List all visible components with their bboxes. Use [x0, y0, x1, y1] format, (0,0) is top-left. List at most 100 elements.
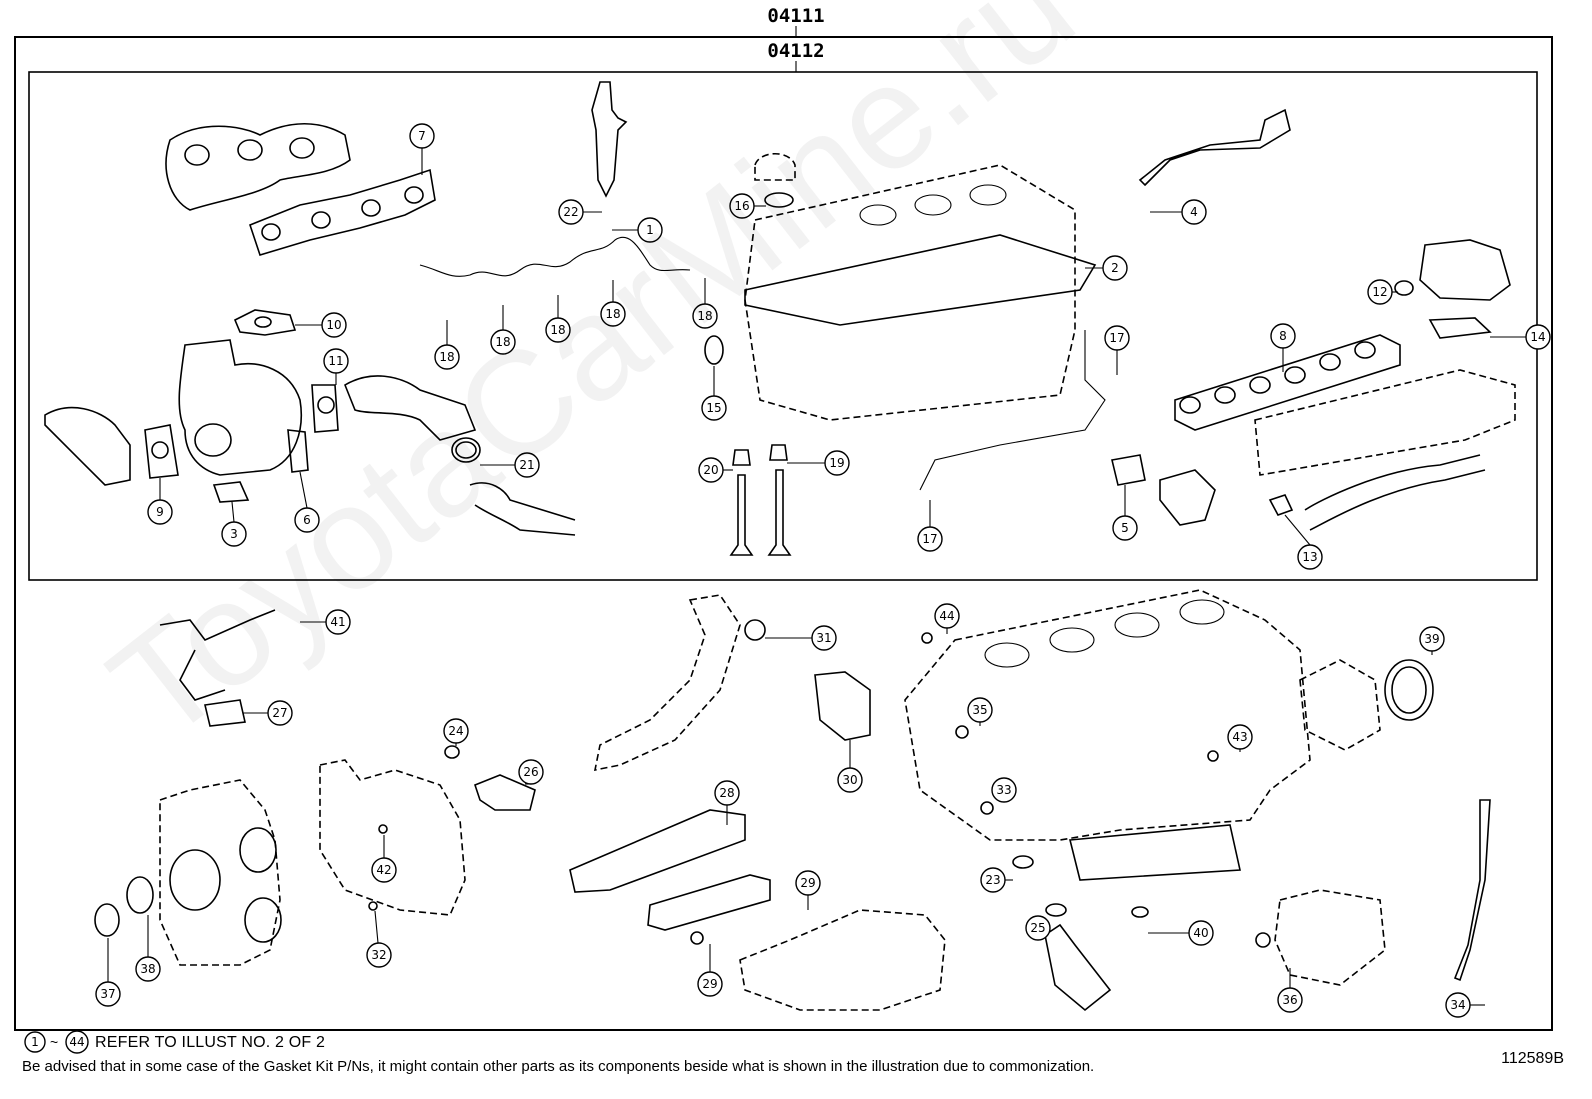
- callout-19: 19: [787, 450, 850, 476]
- footer-note: REFER TO ILLUST NO. 2 OF 2: [95, 1034, 326, 1051]
- rear-oil-seal-retainer-drawing: [1299, 659, 1381, 751]
- callout-40: 40: [1148, 920, 1214, 946]
- svg-text:37: 37: [100, 987, 115, 1001]
- svg-text:35: 35: [972, 703, 987, 717]
- svg-text:13: 13: [1302, 550, 1317, 564]
- callout-18d: 18: [600, 280, 626, 327]
- svg-text:18: 18: [550, 323, 565, 337]
- svg-text:17: 17: [1109, 331, 1124, 345]
- cylinder-block-drawing: [904, 589, 1311, 841]
- svg-text:25: 25: [1030, 921, 1045, 935]
- svg-text:5: 5: [1121, 521, 1129, 535]
- footer-range-marker-end: 44: [65, 1030, 89, 1054]
- front-pipe-drawing: [469, 482, 576, 536]
- oring-43-drawing: [1207, 750, 1219, 762]
- callout-37: 37: [95, 938, 121, 1007]
- footer-range-separator: ~: [50, 1034, 58, 1050]
- svg-text:16: 16: [734, 199, 749, 213]
- injection-pipe-drawing: [419, 237, 691, 277]
- kit-code-04111: 04111: [767, 5, 824, 27]
- svg-text:38: 38: [140, 962, 155, 976]
- seal-37-drawing: [94, 903, 120, 937]
- intake-hose-drawing: [44, 406, 131, 486]
- valve-seal-19-drawing: [769, 444, 788, 461]
- cylinder-head-drawing: [744, 164, 1076, 421]
- callout-31: 31: [765, 625, 837, 651]
- dipstick-guide-drawing: [1453, 799, 1491, 982]
- oring-42-drawing: [378, 824, 388, 834]
- callout-28: 28: [714, 780, 740, 825]
- svg-text:27: 27: [272, 706, 287, 720]
- svg-text:12: 12: [1372, 285, 1387, 299]
- oring-44-drawing: [921, 632, 933, 644]
- vacuum-pump-drawing: [1274, 889, 1386, 986]
- gasket-24-drawing: [444, 745, 460, 759]
- callout-42: 42: [371, 835, 397, 883]
- callout-26: 26: [518, 759, 544, 785]
- svg-text:4: 4: [1190, 205, 1198, 219]
- seal-38-drawing: [126, 876, 154, 914]
- callout-23: 23: [980, 867, 1013, 893]
- oil-pan-drawing: [1068, 824, 1241, 881]
- exhaust-gasket-drawing: [249, 168, 436, 256]
- valve-intake-drawing: [729, 474, 754, 556]
- callout-38: 38: [135, 915, 161, 982]
- callout-6: 6: [294, 471, 320, 533]
- svg-text:14: 14: [1530, 330, 1545, 344]
- turbocharger-drawing: [178, 339, 302, 476]
- oring-35-drawing: [955, 725, 969, 739]
- rear-oil-seal-39-drawing: [1384, 659, 1434, 721]
- callout-29a: 29: [795, 870, 821, 910]
- callout-2: 2: [1085, 255, 1128, 281]
- svg-text:41: 41: [330, 615, 345, 629]
- turbo-gasket-3-drawing: [212, 481, 250, 503]
- svg-text:1: 1: [31, 1035, 39, 1049]
- gasket-26-drawing: [474, 774, 536, 811]
- callout-32: 32: [366, 910, 392, 968]
- svg-text:3: 3: [230, 527, 238, 541]
- callout-1: 1: [612, 217, 663, 243]
- callout-43: 43: [1227, 724, 1253, 752]
- footer-disclaimer: Be advised that in some case of the Gask…: [22, 1058, 1095, 1075]
- svg-text:36: 36: [1282, 993, 1297, 1007]
- callout-27: 27: [243, 700, 293, 726]
- callout-30: 30: [837, 740, 863, 793]
- svg-text:18: 18: [439, 350, 454, 364]
- svg-text:6: 6: [303, 513, 311, 527]
- water-pump-gasket-30-drawing: [814, 671, 871, 741]
- callout-35: 35: [967, 697, 993, 726]
- bore-holes-drawing: [984, 599, 1225, 668]
- intake-gasket-drawing: [1174, 334, 1401, 431]
- oil-pump-body-drawing: [739, 909, 946, 1011]
- svg-text:2: 2: [1111, 261, 1119, 275]
- svg-text:10: 10: [326, 318, 341, 332]
- gasket-12-drawing: [1394, 280, 1414, 296]
- callout-11: 11: [323, 348, 349, 385]
- water-pipe-31-drawing: [593, 594, 741, 772]
- svg-text:33: 33: [996, 783, 1011, 797]
- callout-34: 34: [1445, 992, 1485, 1018]
- callout-22: 22: [558, 199, 602, 225]
- svg-text:18: 18: [605, 307, 620, 321]
- oil-cooler-drawing: [647, 874, 771, 931]
- gasket-14-drawing: [1428, 317, 1492, 339]
- svg-text:31: 31: [816, 631, 831, 645]
- svg-text:28: 28: [719, 786, 734, 800]
- callout-18c: 18: [545, 295, 571, 343]
- callout-24: 24: [443, 718, 469, 746]
- water-outlet-pipe-drawing: [1138, 108, 1291, 187]
- egr-pipe-drawing: [1304, 454, 1486, 531]
- svg-text:26: 26: [523, 765, 538, 779]
- callout-20: 20: [698, 457, 733, 483]
- svg-text:29: 29: [702, 977, 717, 991]
- oil-seal-16-drawing: [764, 192, 794, 208]
- vacuum-pipe-drawing: [919, 330, 1106, 491]
- svg-text:44: 44: [939, 609, 954, 623]
- timing-cover-holes-drawing: [169, 827, 282, 943]
- head-cover-gasket-drawing: [744, 234, 1097, 326]
- oring-29-drawing: [690, 931, 704, 945]
- callout-36: 36: [1277, 968, 1303, 1013]
- turbo-gasket-11-drawing: [311, 384, 339, 433]
- callout-44: 44: [934, 603, 960, 634]
